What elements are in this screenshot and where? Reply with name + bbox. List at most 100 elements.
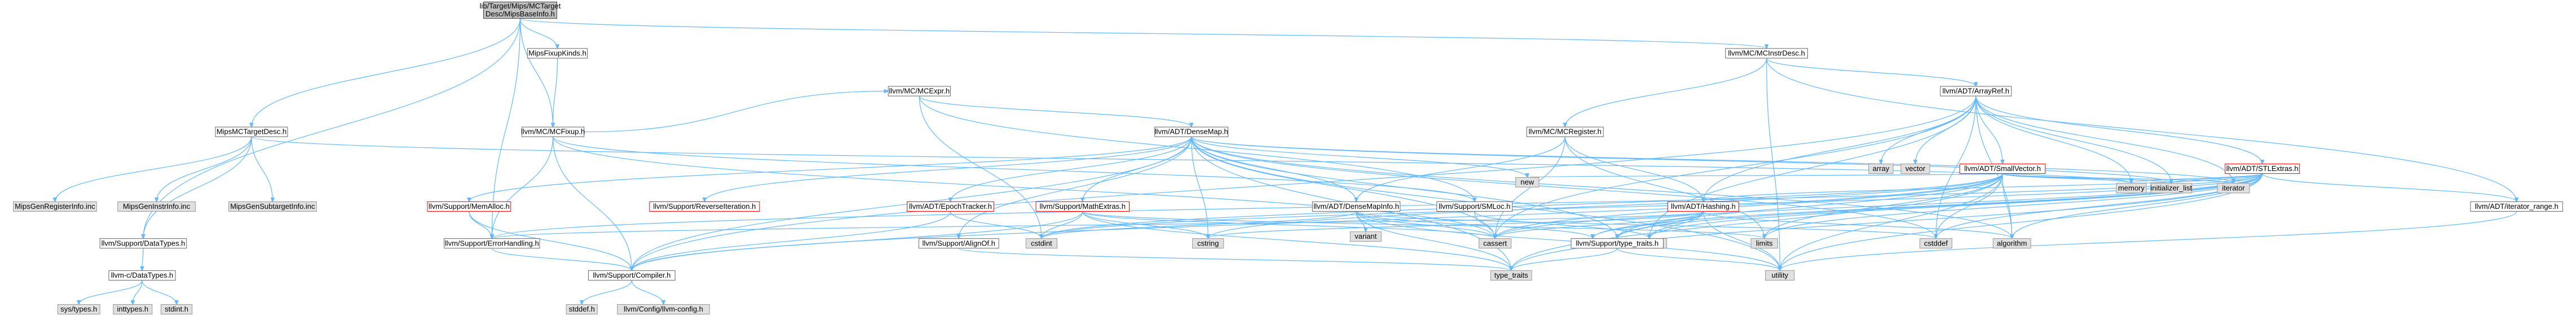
edge-densemapinfo-to-tuple <box>1356 211 1593 239</box>
edge-mcinstrdesc-to-arrayref <box>1766 58 1976 86</box>
graph-node-epochtracker[interactable]: llvm/ADT/EpochTracker.h <box>907 201 994 212</box>
node-label: type_traits <box>1494 271 1528 279</box>
dependency-edge <box>1356 211 1495 239</box>
edge-stlextras-to-iterator <box>2234 173 2263 183</box>
dependency-edge <box>251 136 2131 183</box>
graph-node-errorhandling[interactable]: llvm/Support/ErrorHandling.h <box>444 238 540 249</box>
node-label: stdint.h <box>165 305 188 313</box>
graph-node-memalloc[interactable]: llvm/Support/MemAlloc.h <box>427 201 511 212</box>
node-label: llvm/ADT/EpochTracker.h <box>909 202 992 211</box>
node-box <box>444 238 540 249</box>
dependency-edge <box>1975 96 2234 183</box>
node-label: llvm/ADT/DenseMap.h <box>1155 128 1228 136</box>
graph-node-alignof[interactable]: llvm/Support/AlignOf.h <box>918 238 999 249</box>
graph-node-smallvector[interactable]: llvm/ADT/SmallVector.h <box>1959 163 2046 174</box>
graph-node-densemapinfo[interactable]: llvm/ADT/DenseMapInfo.h <box>1312 201 1401 212</box>
edge-hashing-to-algorithm <box>1702 211 2012 239</box>
dependency-edge <box>950 137 1192 201</box>
dependency-edge <box>1208 173 2003 239</box>
edge-hashing-to-errorhandling <box>492 211 1704 239</box>
graph-node-root[interactable]: lib/Target/Mips/MCTargetDesc/MipsBaseInf… <box>480 1 561 19</box>
node-label: llvm/ADT/SmallVector.h <box>1964 164 2041 173</box>
dependency-edge <box>1702 211 1780 271</box>
graph-node-stddef: stddef.h <box>566 304 598 315</box>
graph-node-smloc[interactable]: llvm/Support/SMLoc.h <box>1436 201 1513 212</box>
edge-mcexpr-to-smloc <box>919 96 1474 201</box>
dependency-edge <box>143 137 252 238</box>
dependency-edge <box>1191 137 2012 238</box>
node-box <box>566 304 598 315</box>
graph-node-arrayref[interactable]: llvm/ADT/ArrayRef.h <box>1940 86 2012 97</box>
edge-mathextras-to-compiler <box>632 211 1083 271</box>
graph-node-compiler[interactable]: llvm/Support/Compiler.h <box>588 270 676 281</box>
edge-fixupkinds-to-mcfixup <box>553 58 558 127</box>
graph-node-datatypesc[interactable]: llvm-c/DataTypes.h <box>108 270 176 281</box>
edge-arrayref-to-hashing <box>1703 96 1977 201</box>
edge-mcfixup-to-compiler <box>552 137 632 270</box>
dependency-edge <box>2002 173 2012 239</box>
edge-arrayref-to-initlist <box>1975 96 2172 183</box>
node-box <box>1959 163 2046 174</box>
edge-datatypes-to-datatypesc <box>142 248 143 271</box>
graph-node-cstring: cstring <box>1192 238 1224 249</box>
graph-node-mipsinstrinfo: MipsGenInstrInfo.inc <box>117 201 196 212</box>
dependency-edge <box>1703 173 2263 202</box>
node-label: cassert <box>1483 239 1507 247</box>
dependency-edge <box>492 18 521 239</box>
node-label: llvm-c/DataTypes.h <box>111 271 174 279</box>
node-box <box>2470 201 2563 212</box>
dependency-edge <box>79 280 143 305</box>
node-label: llvm/MC/MCFixup.h <box>521 128 585 136</box>
node-box <box>1571 238 1664 249</box>
dependency-edge <box>142 280 177 305</box>
edge-mcregister-to-hashing <box>1564 137 1703 201</box>
dependency-edge <box>251 137 272 201</box>
edge-arrayref-to-cassert <box>1495 96 1977 239</box>
node-box <box>1349 231 1382 242</box>
dependency-edge <box>1617 248 1780 271</box>
graph-node-datatypes[interactable]: llvm/Support/DataTypes.h <box>99 238 187 249</box>
node-label: algorithm <box>1997 239 2027 247</box>
edge-datatypesc-to-stdint <box>142 280 177 305</box>
graph-node-densemap[interactable]: llvm/ADT/DenseMap.h <box>1154 126 1229 137</box>
graph-node-mcfixup[interactable]: llvm/MC/MCFixup.h <box>521 126 585 137</box>
graph-node-typetraitsllvm[interactable]: llvm/Support/type_traits.h <box>1571 238 1664 249</box>
graph-node-fixupkinds[interactable]: MipsFixupKinds.h <box>527 48 588 59</box>
edge-typetraitsllvm-to-utility <box>1617 248 1780 271</box>
node-box <box>1154 126 1229 137</box>
edge-hashing-to-utility <box>1702 211 1780 271</box>
graph-node-mathextras[interactable]: llvm/Support/MathExtras.h <box>1035 201 1130 212</box>
edge-datatypesc-to-systypes <box>79 280 143 305</box>
dependency-edge <box>1702 211 2012 239</box>
edge-mipsmctargetdesc-to-mipsinstrinfo <box>157 137 252 201</box>
edge-root-to-errorhandling <box>492 18 521 239</box>
graph-node-mipsmctargetdesc[interactable]: MipsMCTargetDesc.h <box>215 126 288 137</box>
dependency-edge <box>142 248 143 271</box>
graph-node-mcregister[interactable]: llvm/MC/MCRegister.h <box>1526 126 1604 137</box>
dependency-edge <box>1975 96 2262 164</box>
dependency-edge <box>1617 211 1704 239</box>
node-label: llvm/Support/DataTypes.h <box>102 239 186 247</box>
graph-node-hashing[interactable]: llvm/ADT/Hashing.h <box>1667 201 1739 212</box>
graph-node-iterrange[interactable]: llvm/ADT/iterator_range.h <box>2470 201 2563 212</box>
edge-densemap-to-mathextras <box>1083 137 1192 201</box>
graph-node-mcexpr[interactable]: llvm/MC/MCExpr.h <box>888 86 951 97</box>
dependency-edge <box>1191 137 1617 238</box>
node-label: Desc/MipsBaseInfo.h <box>486 10 555 18</box>
graph-node-mcinstrdesc[interactable]: llvm/MC/MCInstrDesc.h <box>1725 48 1808 59</box>
node-box <box>649 201 760 212</box>
edge-mcregister-to-limits <box>1564 137 1764 238</box>
graph-node-stlextras[interactable]: llvm/ADT/STLExtras.h <box>2225 163 2300 174</box>
edge-epochtracker-to-compiler <box>632 211 951 271</box>
graph-node-initlist: initializer_list <box>2150 183 2193 194</box>
dependency-edge <box>552 137 1496 238</box>
dependency-edge <box>252 18 521 127</box>
graph-node-cstdint: cstdint <box>1025 238 1057 249</box>
dependency-edge <box>1564 137 1764 238</box>
edge-densemap-to-typetraitsllvm <box>1191 137 1617 238</box>
node-label: llvm/ADT/DenseMapInfo.h <box>1313 202 1399 211</box>
node-label: llvm/ADT/ArrayRef.h <box>1943 87 2009 95</box>
node-box <box>99 238 187 249</box>
graph-node-reverseiter[interactable]: llvm/Support/ReverseIteration.h <box>649 201 760 212</box>
edge-datatypesc-to-inttypes <box>133 280 143 305</box>
